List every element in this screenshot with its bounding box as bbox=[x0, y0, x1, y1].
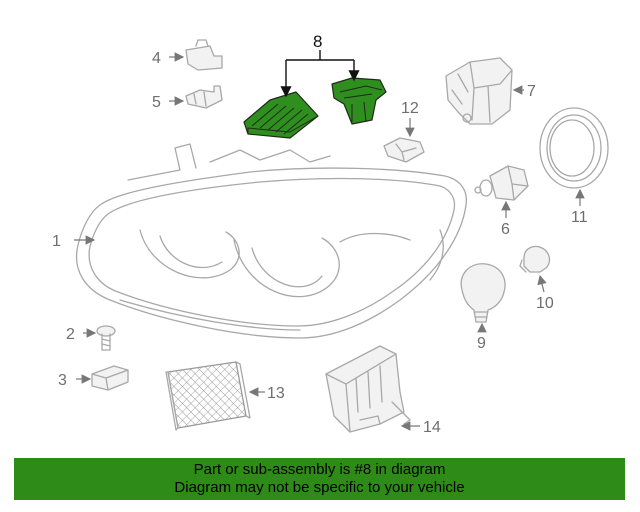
callout-10[interactable]: 10 bbox=[536, 295, 554, 312]
callout-3[interactable]: 3 bbox=[58, 372, 67, 389]
seal-ring bbox=[539, 107, 609, 189]
bracket-lower bbox=[185, 85, 223, 109]
callout-13[interactable]: 13 bbox=[267, 385, 285, 402]
bulb-socket bbox=[474, 165, 529, 201]
callout-12[interactable]: 12 bbox=[401, 100, 419, 117]
parts-diagram: 1 2 3 4 5 8 bbox=[52, 32, 609, 436]
socket-connector bbox=[383, 137, 425, 163]
callout-11[interactable]: 11 bbox=[571, 209, 588, 226]
callout-8-pointer bbox=[280, 50, 360, 98]
banner-line-1: Part or sub-assembly is #8 in diagram bbox=[193, 461, 446, 478]
callout-6[interactable]: 6 bbox=[501, 221, 510, 238]
banner-line-2: Diagram may not be specific to your vehi… bbox=[174, 479, 465, 496]
callout-2[interactable]: 2 bbox=[66, 326, 75, 343]
control-module-left bbox=[243, 91, 319, 139]
info-banner: Part or sub-assembly is #8 in diagram Di… bbox=[14, 458, 625, 500]
callout-5[interactable]: 5 bbox=[152, 94, 161, 111]
callout-8[interactable]: 8 bbox=[313, 32, 322, 51]
screw bbox=[96, 325, 116, 351]
callout-4[interactable]: 4 bbox=[152, 50, 161, 67]
callout-9[interactable]: 9 bbox=[477, 335, 486, 352]
clip bbox=[91, 365, 129, 391]
control-module-right bbox=[331, 77, 387, 125]
callout-14[interactable]: 14 bbox=[423, 419, 441, 436]
turn-signal-bulb bbox=[460, 263, 506, 323]
headlamp-assembly bbox=[76, 143, 468, 339]
bracket-upper bbox=[185, 39, 223, 71]
callout-1[interactable]: 1 bbox=[52, 233, 61, 250]
mesh-grille bbox=[165, 361, 251, 431]
side-marker-bulb bbox=[519, 245, 551, 273]
mounting-bracket bbox=[325, 345, 411, 433]
ballast-housing bbox=[445, 57, 513, 125]
callout-7[interactable]: 7 bbox=[527, 83, 536, 100]
